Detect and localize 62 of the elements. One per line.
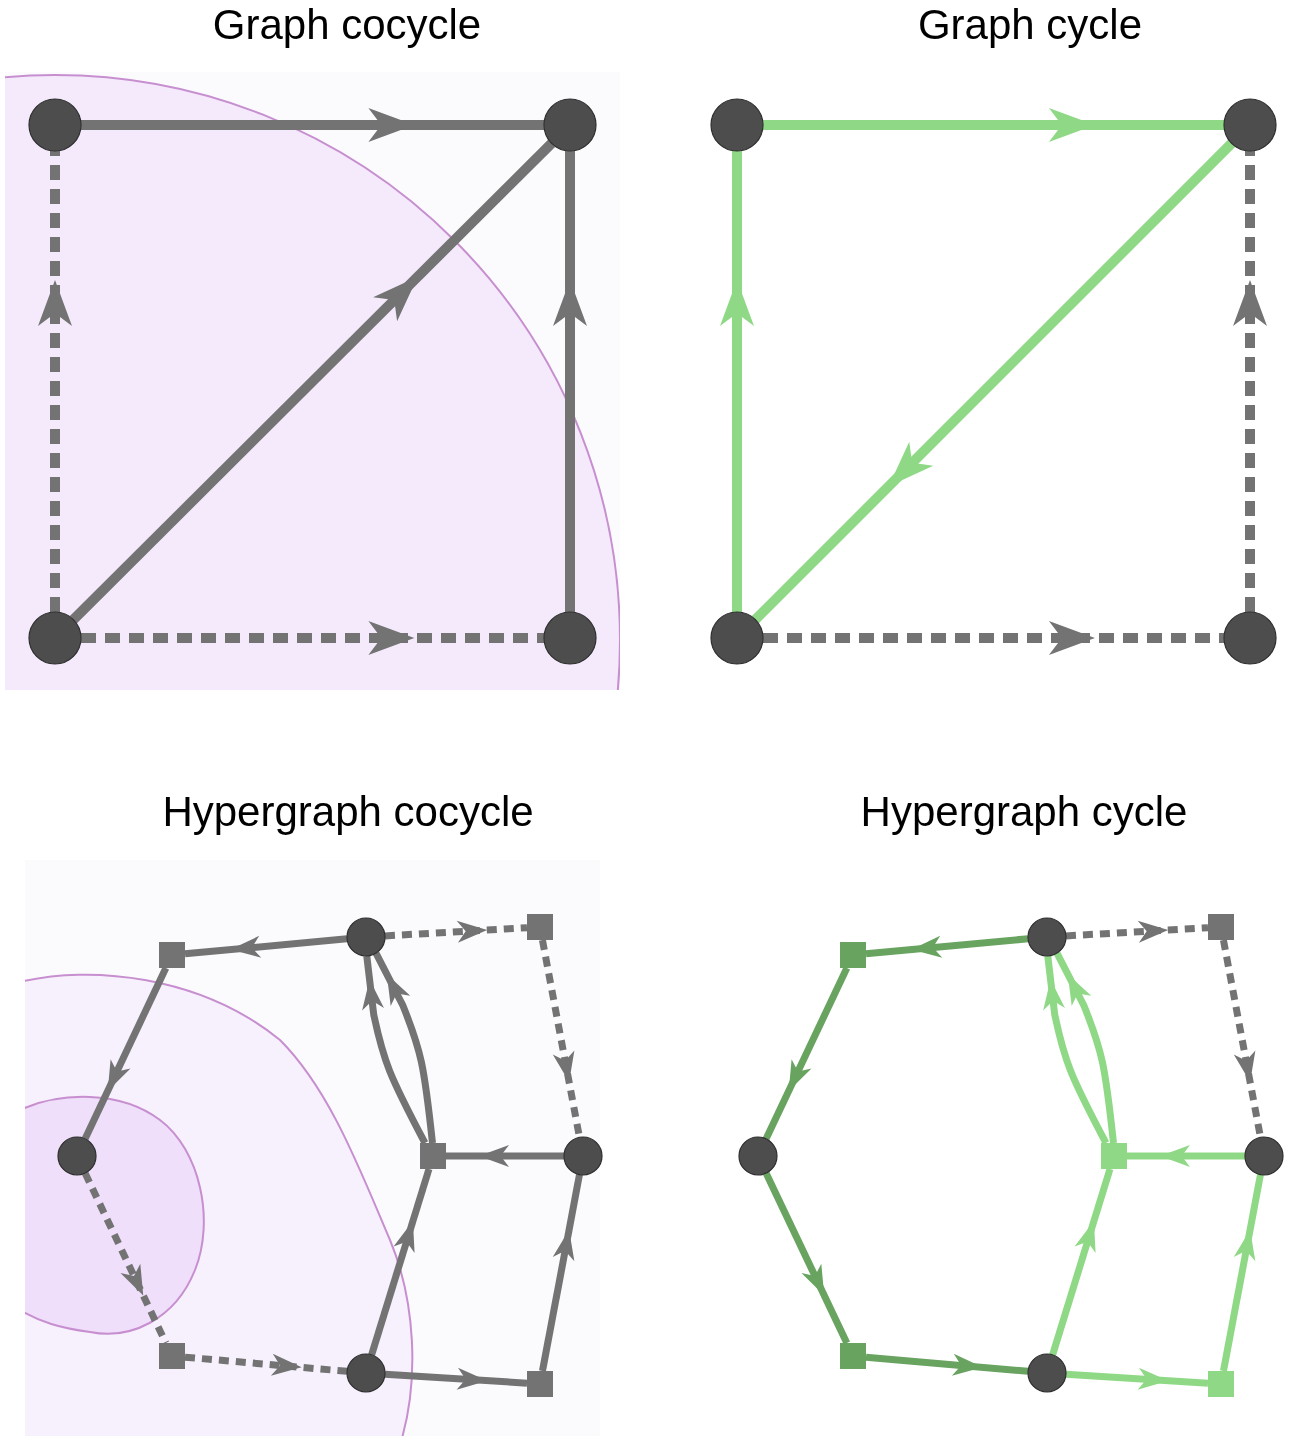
vertex-circle <box>543 611 597 665</box>
arrow <box>1049 1167 1114 1356</box>
hyperedge-square <box>1101 1143 1127 1169</box>
arrow <box>763 1171 850 1345</box>
vertex-circle <box>1223 611 1277 665</box>
arrow <box>1233 151 1267 612</box>
arrow <box>1220 1174 1264 1372</box>
vertex-circle <box>738 1136 778 1176</box>
arrow <box>362 955 429 1145</box>
arrow <box>553 151 587 612</box>
hyperedge-square <box>840 1343 866 1369</box>
arrow <box>372 951 436 1144</box>
hyperedge-square <box>159 1343 185 1369</box>
arrow <box>82 1171 169 1345</box>
vertex-circle <box>346 917 386 957</box>
arrow <box>1065 1367 1209 1390</box>
arrow <box>763 108 1224 142</box>
hyperedge-square <box>159 942 185 968</box>
arrow <box>762 966 851 1141</box>
arrow <box>539 1174 583 1372</box>
hyperedge-square <box>1208 1371 1234 1397</box>
arrow <box>1053 951 1117 1144</box>
arrow <box>720 151 754 612</box>
vertex-circle <box>1223 98 1277 152</box>
hyperedge-square <box>420 1143 446 1169</box>
vertex-circle <box>346 1353 386 1393</box>
arrow <box>446 1145 564 1167</box>
arrow <box>1065 920 1209 943</box>
arrow <box>1127 1145 1245 1167</box>
panel-title: Hypergraph cycle <box>860 787 1188 837</box>
vertex-circle <box>28 611 82 665</box>
vertex-circle <box>1244 1136 1284 1176</box>
hyperedge-square <box>840 942 866 968</box>
arrow <box>384 1367 528 1390</box>
arrow <box>865 935 1029 958</box>
arrow <box>763 621 1224 655</box>
arrow <box>368 1167 433 1356</box>
hyperedge-square <box>527 1371 553 1397</box>
vertex-circle <box>1027 1353 1067 1393</box>
panel-title: Hypergraph cocycle <box>162 787 534 837</box>
arrow <box>1043 955 1110 1145</box>
arrow <box>81 108 544 142</box>
vertex-circle <box>710 611 764 665</box>
vertex-circle <box>57 1136 97 1176</box>
vertex-circle <box>710 98 764 152</box>
arrow <box>69 139 556 624</box>
arrow <box>81 621 544 655</box>
arrow <box>865 1353 1029 1376</box>
arrow <box>38 151 72 612</box>
hyperedge-square <box>527 914 553 940</box>
panel-title: Graph cocycle <box>212 0 482 50</box>
vertex-circle <box>1027 917 1067 957</box>
panel-title: Graph cycle <box>917 0 1143 50</box>
vertex-circle <box>543 98 597 152</box>
arrow <box>751 139 1236 624</box>
arrow <box>384 920 528 943</box>
hyperedge-square <box>1208 914 1234 940</box>
vertex-circle <box>563 1136 603 1176</box>
vertex-circle <box>28 98 82 152</box>
arrow <box>81 966 170 1141</box>
arrow <box>184 935 348 958</box>
arrow <box>184 1353 348 1376</box>
